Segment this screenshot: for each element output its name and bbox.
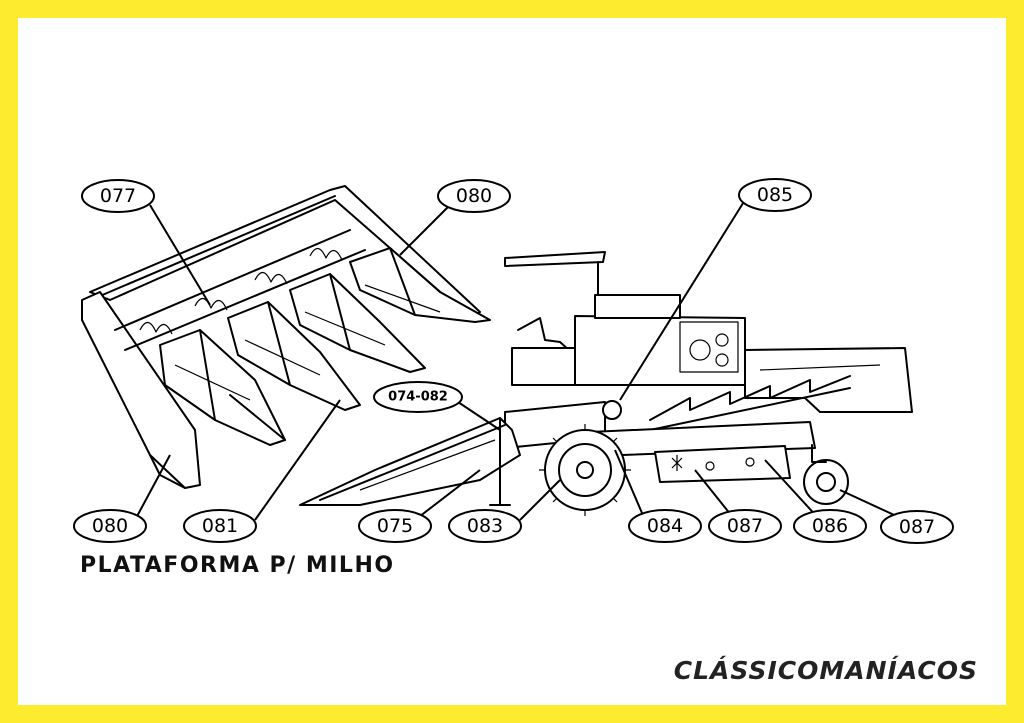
callout-087-right-label: 087 [899,516,935,538]
callout-080-top: 080 [437,179,511,213]
diagram-title: PLATAFORMA P/ MILHO [80,553,395,578]
callout-077: 077 [81,179,155,213]
callout-087-right: 087 [880,510,954,544]
callout-087-left-label: 087 [727,515,763,537]
callout-087-left: 087 [708,509,782,543]
callout-083: 083 [448,509,522,543]
callout-084: 084 [628,509,702,543]
callout-083-label: 083 [467,515,503,537]
callout-075: 075 [358,509,432,543]
front-snout-drawing [299,417,521,506]
callout-080-bottom-label: 080 [92,515,128,537]
callout-081: 081 [183,509,257,543]
callout-086: 086 [793,509,867,543]
callout-075-label: 075 [377,515,413,537]
callout-074-082-label: 074-082 [388,390,448,405]
callout-077-label: 077 [100,185,136,207]
callout-086-label: 086 [812,515,848,537]
callout-080-top-label: 080 [456,185,492,207]
combine-drawing [490,251,913,516]
callout-085: 085 [738,178,812,212]
callout-080-bottom: 080 [73,509,147,543]
callout-074-082: 074-082 [373,381,463,413]
brand-watermark: CLÁSSICOMANÍACOS [673,656,978,685]
callout-084-label: 084 [647,515,683,537]
callout-081-label: 081 [202,515,238,537]
corn-header-drawing [81,185,491,489]
callout-085-label: 085 [757,184,793,206]
